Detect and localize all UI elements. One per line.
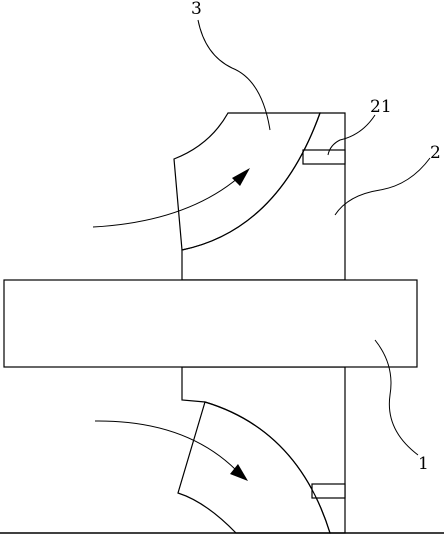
leader-line-2: [334, 157, 431, 216]
upper-flow-arrowhead: [232, 168, 250, 186]
label-part-2: 2: [430, 143, 441, 163]
lower-flow-arrowhead: [230, 464, 248, 481]
upper-blade: [173, 112, 321, 251]
leader-line-1: [374, 339, 419, 456]
label-part-1: 1: [418, 454, 429, 474]
lower-flow-arrow-line: [94, 420, 237, 471]
leader-line-21: [327, 114, 376, 156]
upper-plate-hatched: [181, 112, 346, 281]
lower-hole: [311, 483, 346, 499]
label-part-21: 21: [370, 97, 392, 117]
leader-line-3: [197, 19, 271, 131]
lower-blade: [177, 401, 331, 534]
upper-flow-arrow-line: [92, 177, 239, 228]
shaft: [3, 279, 418, 368]
label-part-3: 3: [191, 0, 202, 19]
upper-hole-21: [302, 149, 346, 165]
